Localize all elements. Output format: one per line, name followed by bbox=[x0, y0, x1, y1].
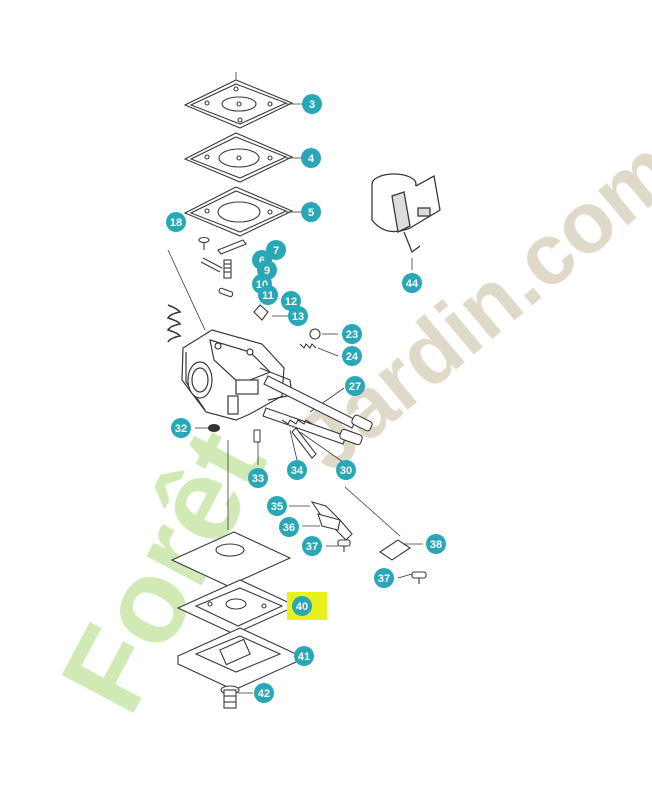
small-parts-group bbox=[198, 236, 269, 321]
svg-text:5: 5 bbox=[308, 207, 314, 219]
callout-7[interactable]: 7 bbox=[266, 240, 286, 260]
svg-text:32: 32 bbox=[175, 423, 187, 435]
svg-text:18: 18 bbox=[170, 217, 182, 229]
callout-24[interactable]: 24 bbox=[342, 346, 362, 366]
svg-text:9: 9 bbox=[264, 265, 270, 277]
svg-text:35: 35 bbox=[271, 501, 283, 513]
carburetor-body bbox=[181, 329, 293, 421]
svg-text:38: 38 bbox=[430, 539, 442, 551]
callout-3[interactable]: 3 bbox=[302, 94, 322, 114]
callout-12[interactable]: 12 bbox=[281, 291, 301, 311]
callout-34[interactable]: 34 bbox=[287, 460, 307, 480]
pump-diaphragm bbox=[170, 531, 292, 587]
callout-37-upper[interactable]: 37 bbox=[302, 536, 322, 556]
svg-text:12: 12 bbox=[285, 296, 297, 308]
check-ball bbox=[309, 328, 321, 340]
watermark: Forêt Jardin.com bbox=[36, 121, 652, 732]
svg-text:44: 44 bbox=[406, 278, 419, 290]
coil-spring bbox=[166, 304, 182, 343]
gasket-group bbox=[183, 79, 294, 237]
svg-text:27: 27 bbox=[349, 381, 361, 393]
callout-27[interactable]: 27 bbox=[345, 376, 365, 396]
callout-41[interactable]: 41 bbox=[294, 646, 314, 666]
adjustment-screws bbox=[262, 375, 373, 459]
pin-part bbox=[218, 287, 234, 298]
screw-42 bbox=[220, 685, 240, 709]
diaphragm-4 bbox=[183, 132, 294, 183]
callout-30[interactable]: 30 bbox=[336, 460, 356, 480]
small-spring bbox=[299, 343, 317, 349]
air-intake-44 bbox=[371, 173, 441, 254]
svg-text:11: 11 bbox=[262, 290, 274, 302]
plug-32 bbox=[208, 424, 220, 432]
callout-37-lower[interactable]: 37 bbox=[374, 568, 394, 588]
screw-part bbox=[198, 236, 210, 250]
svg-text:36: 36 bbox=[283, 522, 295, 534]
callout-33[interactable]: 33 bbox=[248, 468, 268, 488]
callout-40[interactable]: 40 bbox=[292, 596, 312, 616]
gasket-5 bbox=[183, 186, 294, 237]
svg-text:13: 13 bbox=[292, 311, 304, 323]
inlet-needle-part bbox=[253, 304, 269, 321]
diaphragm-3 bbox=[183, 79, 294, 129]
pin-33 bbox=[253, 429, 261, 443]
svg-text:41: 41 bbox=[298, 651, 310, 663]
callout-badges: 3 4 5 18 7 6 9 10 11 12 13 23 24 27 32 3… bbox=[166, 94, 446, 703]
spring-part bbox=[223, 259, 232, 279]
svg-text:34: 34 bbox=[291, 465, 304, 477]
svg-text:33: 33 bbox=[252, 473, 264, 485]
callout-23[interactable]: 23 bbox=[342, 324, 362, 344]
lever-parts bbox=[310, 501, 427, 584]
callout-36[interactable]: 36 bbox=[279, 517, 299, 537]
callout-32[interactable]: 32 bbox=[171, 418, 191, 438]
callout-44[interactable]: 44 bbox=[402, 273, 422, 293]
svg-text:42: 42 bbox=[258, 688, 270, 700]
callout-35[interactable]: 35 bbox=[267, 496, 287, 516]
svg-text:3: 3 bbox=[309, 99, 315, 111]
callout-18[interactable]: 18 bbox=[166, 212, 186, 232]
svg-text:23: 23 bbox=[346, 329, 358, 341]
svg-text:37: 37 bbox=[378, 573, 390, 585]
callout-4[interactable]: 4 bbox=[301, 148, 321, 168]
svg-text:7: 7 bbox=[273, 245, 279, 257]
callout-38[interactable]: 38 bbox=[426, 534, 446, 554]
callout-42[interactable]: 42 bbox=[254, 683, 274, 703]
callout-13[interactable]: 13 bbox=[288, 306, 308, 326]
svg-text:24: 24 bbox=[346, 351, 359, 363]
svg-text:40: 40 bbox=[296, 601, 308, 613]
svg-text:6: 6 bbox=[259, 255, 265, 267]
needle-pin-part bbox=[200, 257, 223, 273]
svg-text:30: 30 bbox=[340, 465, 352, 477]
callout-11[interactable]: 11 bbox=[258, 285, 278, 305]
svg-text:37: 37 bbox=[306, 541, 318, 553]
pump-gasket-group bbox=[170, 531, 298, 635]
lever-arm-part bbox=[217, 239, 247, 255]
callout-5[interactable]: 5 bbox=[301, 202, 321, 222]
svg-text:4: 4 bbox=[308, 153, 315, 165]
